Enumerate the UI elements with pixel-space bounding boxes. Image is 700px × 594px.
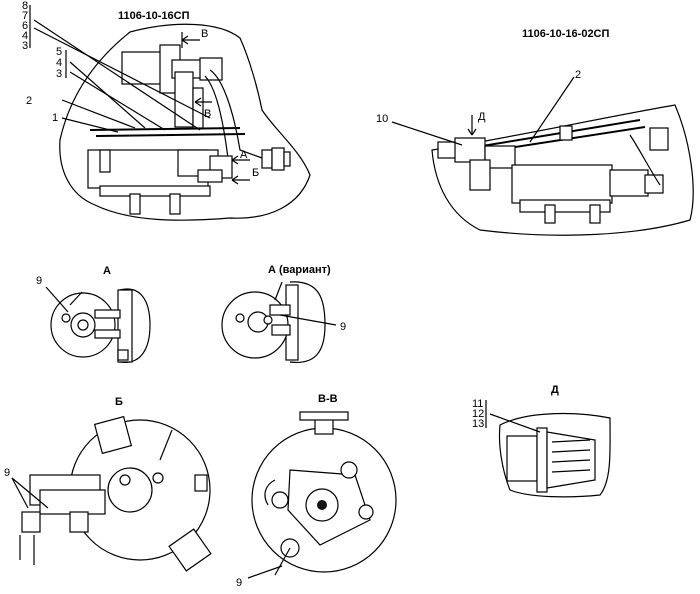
callout-6: 6 bbox=[22, 20, 28, 32]
callout-3: 3 bbox=[22, 40, 28, 52]
main-view-outline bbox=[59, 23, 311, 221]
main-view bbox=[59, 23, 311, 221]
view-a-title: А bbox=[103, 265, 111, 277]
callout-11: 11 bbox=[472, 398, 483, 410]
leaders-main bbox=[29, 5, 211, 133]
variant-view bbox=[431, 104, 694, 236]
view-b-title: Б bbox=[115, 396, 123, 408]
callout-8: 8 bbox=[22, 0, 28, 12]
view-b bbox=[19, 415, 212, 572]
callout-3: 3 bbox=[56, 68, 62, 80]
variant-view-code: 1106-10-16-02СП bbox=[522, 28, 610, 40]
callout-9: 9 bbox=[236, 577, 242, 589]
view-d-title: Д bbox=[551, 384, 559, 396]
view-label-b: Б bbox=[252, 167, 259, 179]
callout-12: 12 bbox=[472, 408, 484, 420]
callout-10: 10 bbox=[376, 113, 388, 125]
section-arrow-v-mid bbox=[194, 97, 212, 107]
view-arrow-d bbox=[467, 115, 477, 136]
callout-2: 2 bbox=[26, 95, 32, 107]
section-arrow-v-top bbox=[181, 32, 200, 48]
view-vv-title: В-В bbox=[318, 393, 338, 405]
variant-view-outline bbox=[431, 104, 694, 236]
callout-13: 13 bbox=[472, 418, 484, 430]
view-arrow-b bbox=[231, 175, 250, 185]
section-label-v: В bbox=[204, 108, 211, 120]
view-a-variant bbox=[221, 281, 326, 364]
main-view-code: 1106-10-16СП bbox=[118, 10, 190, 22]
view-label-a: А bbox=[240, 149, 248, 161]
callout-1: 1 bbox=[52, 112, 58, 124]
callout-9: 9 bbox=[36, 275, 42, 287]
callout-9: 9 bbox=[4, 467, 10, 479]
view-arrow-a bbox=[231, 155, 250, 165]
view-a-variant-title: А (вариант) bbox=[268, 264, 331, 276]
callout-5: 5 bbox=[56, 46, 62, 58]
view-d bbox=[498, 412, 611, 498]
view-label-d: Д bbox=[478, 111, 486, 123]
section-label-v: В bbox=[201, 28, 208, 40]
callout-7: 7 bbox=[22, 10, 28, 22]
callout-4: 4 bbox=[56, 57, 62, 69]
leaders-variant bbox=[391, 76, 575, 146]
view-vv bbox=[251, 411, 397, 576]
callout-2: 2 bbox=[575, 69, 581, 81]
view-a bbox=[50, 288, 151, 363]
callout-4: 4 bbox=[22, 30, 28, 42]
callout-9: 9 bbox=[340, 321, 346, 333]
